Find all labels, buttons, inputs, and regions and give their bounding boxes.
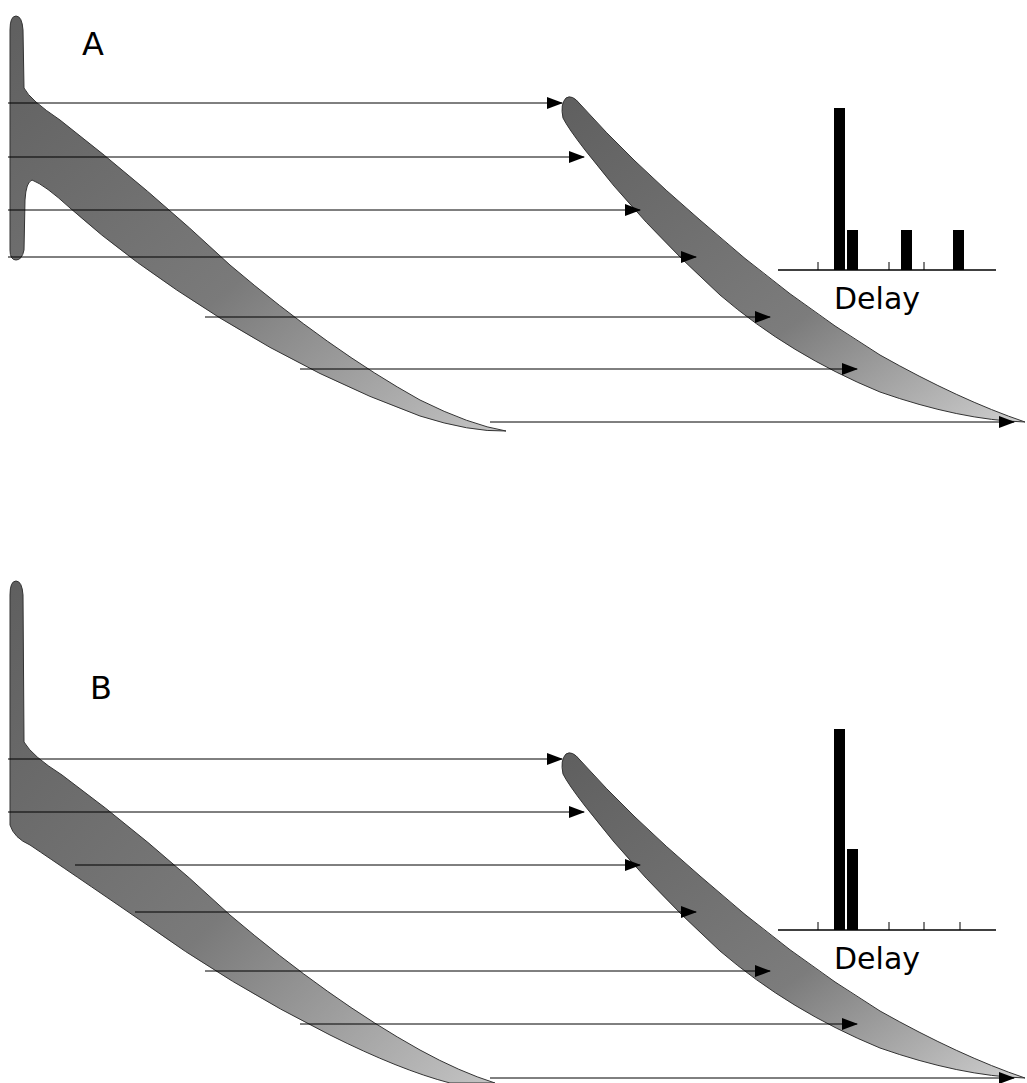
delay-histogram-b — [778, 729, 996, 930]
delay-histogram-a — [778, 108, 996, 270]
arrows-b — [8, 759, 1014, 1078]
right-tooth-a — [562, 97, 1025, 422]
right-tooth-b — [562, 753, 1025, 1078]
panel-letter: A — [82, 28, 104, 60]
panel-letter: B — [90, 672, 112, 704]
axis-label: Delay — [834, 284, 920, 314]
left-tooth-b — [10, 581, 495, 1083]
axis-label: Delay — [834, 944, 920, 974]
arrows-a — [8, 103, 1014, 422]
